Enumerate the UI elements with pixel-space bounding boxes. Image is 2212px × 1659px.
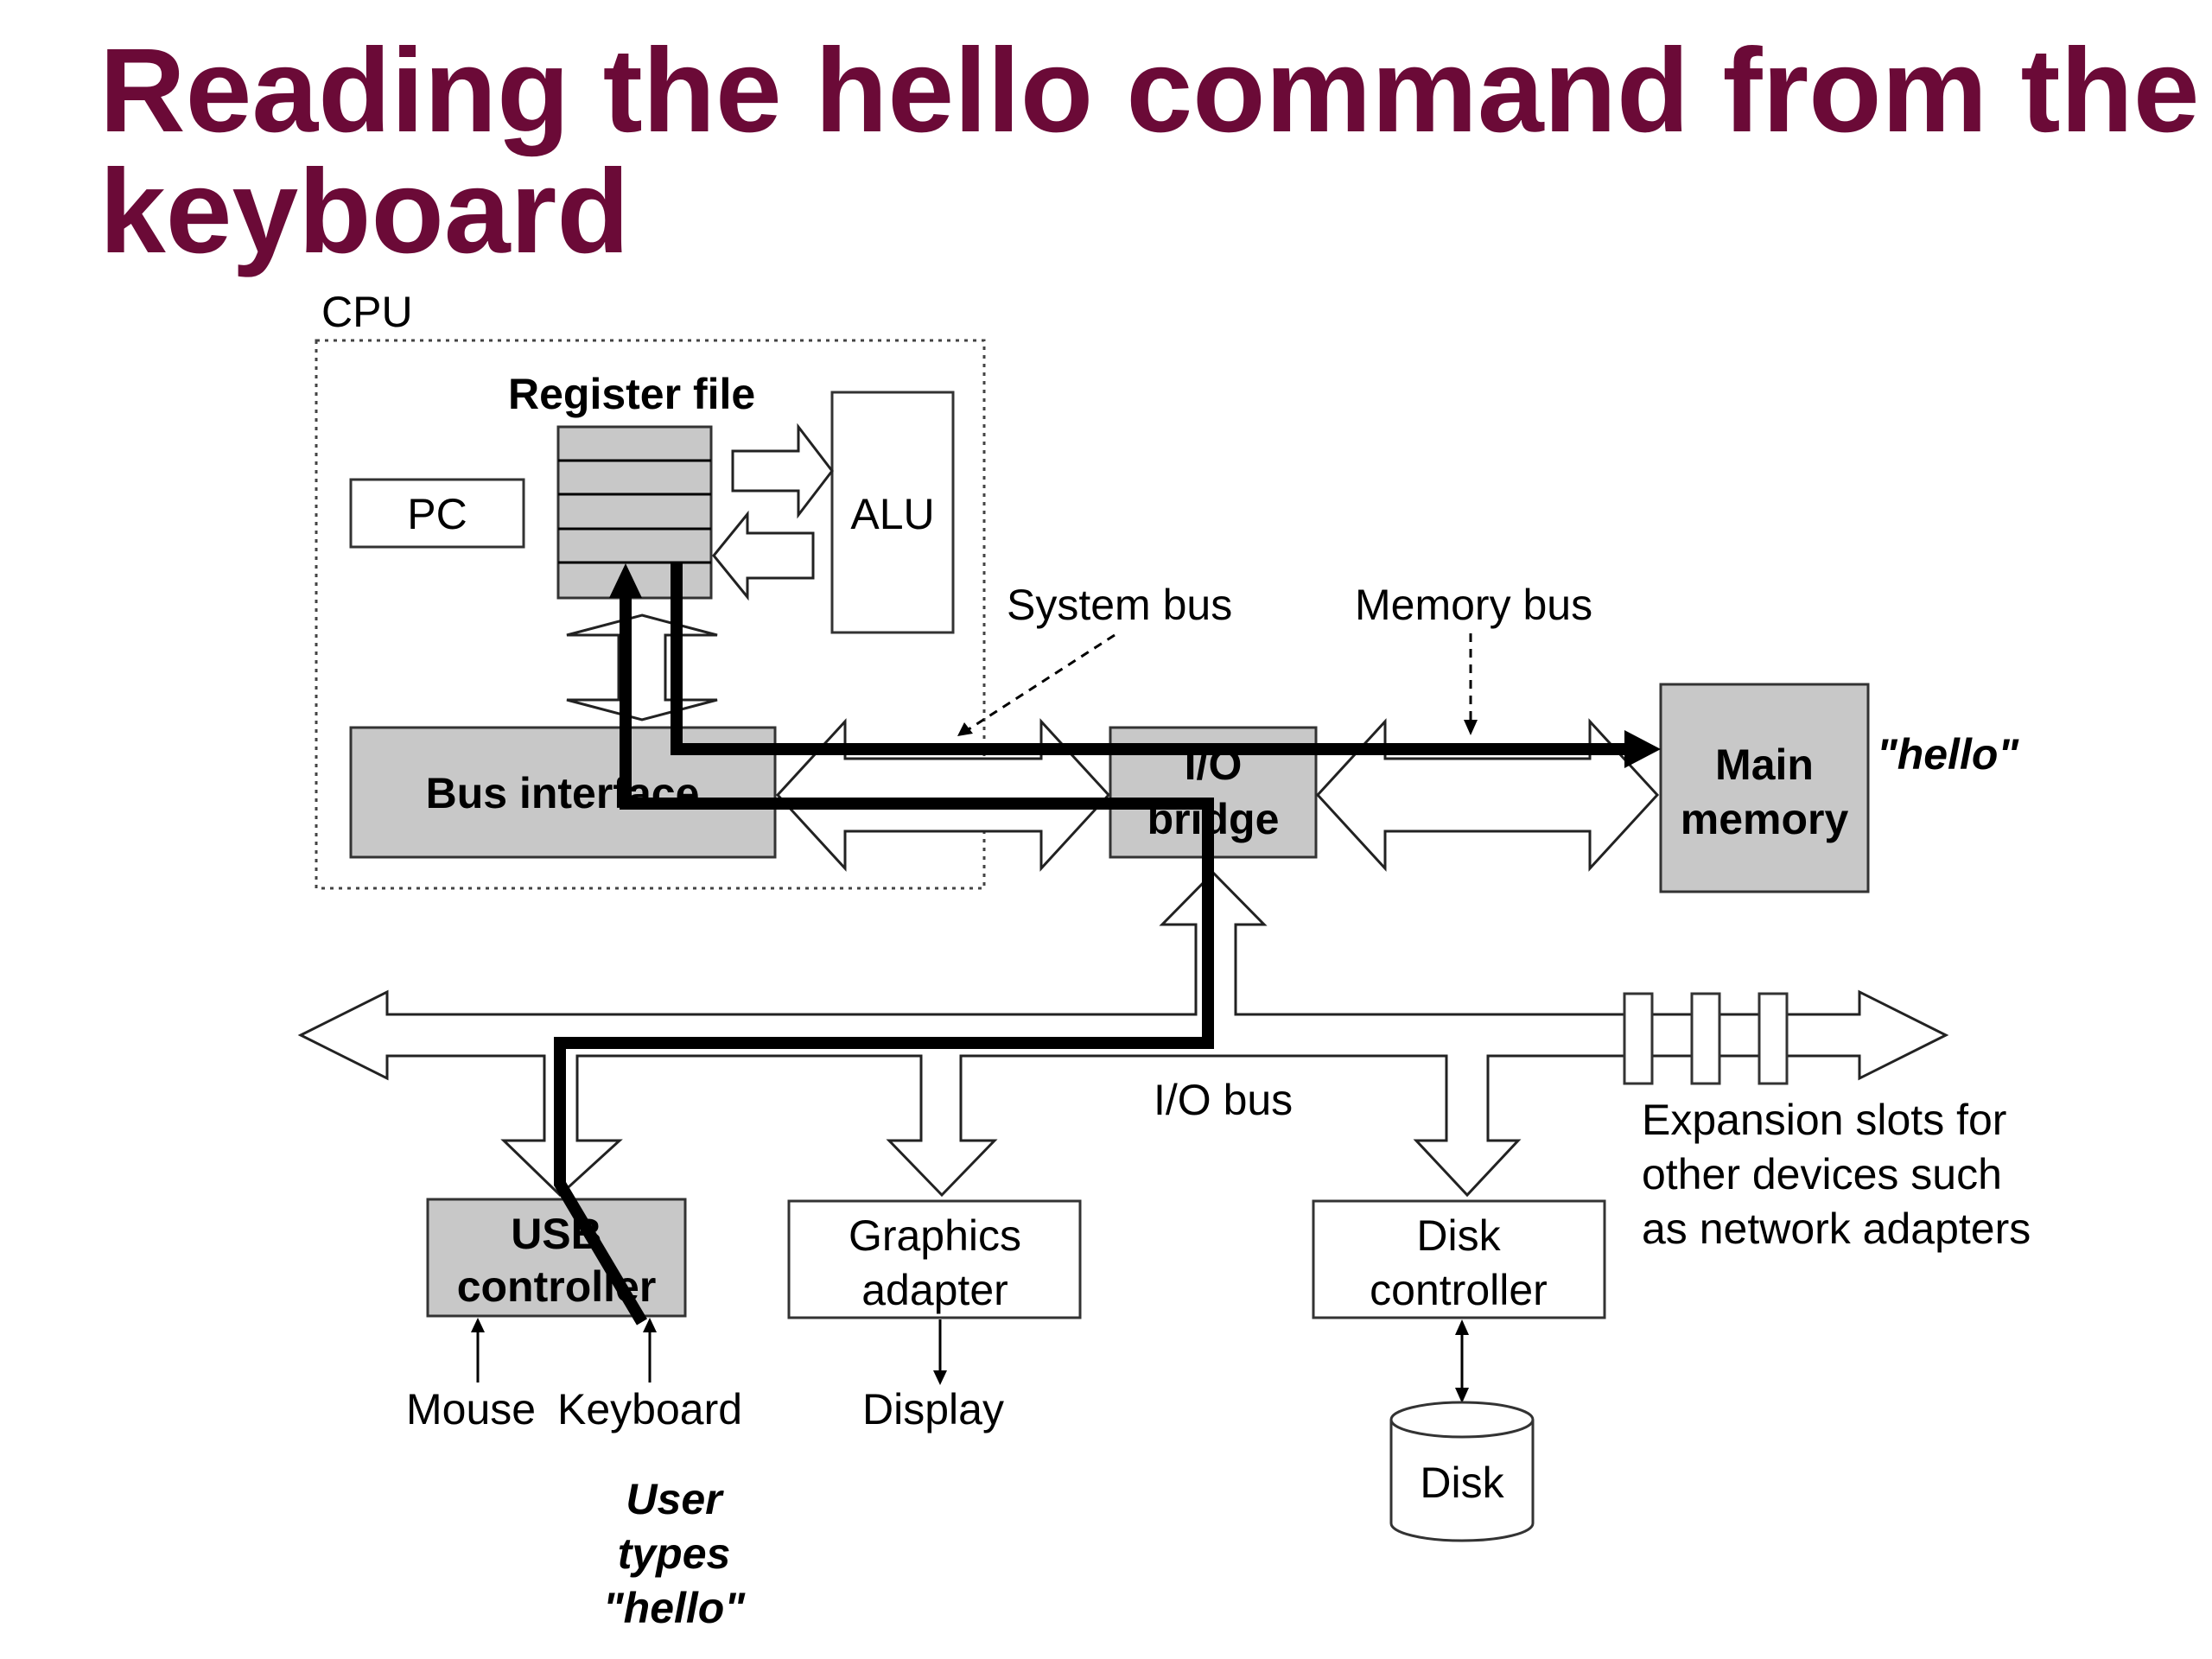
- alu-to-regfile-arrow: [712, 510, 815, 601]
- memory-bus-label: Memory bus: [1355, 581, 1592, 629]
- expansion-slots: [1623, 992, 1789, 1085]
- graphics-adapter-label-line-1: Graphics: [849, 1211, 1021, 1260]
- expansion-slots-label-line-2: other devices such: [1642, 1150, 2002, 1198]
- register-file: [556, 425, 713, 600]
- main-memory-box: [1659, 683, 1870, 893]
- disk-arrow-head-up: [1455, 1319, 1469, 1335]
- cpu-label: CPU: [321, 288, 413, 336]
- expansion-slots-label-line-3: as network adapters: [1642, 1205, 2031, 1253]
- cpu-boundary: [315, 339, 986, 890]
- slide-title-line-1: Reading the hello command from the: [99, 24, 2200, 157]
- disk-cylinder: [1389, 1401, 1535, 1542]
- mouse-arrow-head: [471, 1318, 485, 1332]
- memory-bus-pointer-head: [1464, 720, 1478, 735]
- keyboard-label: Keyboard: [557, 1385, 742, 1433]
- slide-title-line-2: keyboard: [99, 145, 630, 278]
- disk-controller-box: [1312, 1199, 1606, 1319]
- display-label: Display: [862, 1385, 1004, 1433]
- keyboard-to-register-path: [554, 592, 1214, 1325]
- alu-label: ALU: [850, 490, 934, 538]
- main-memory-label-line-1: Main: [1715, 741, 1814, 789]
- io-bus-label: I/O bus: [1154, 1076, 1293, 1124]
- disk-label: Disk: [1420, 1459, 1504, 1507]
- system-bus-pointer: [965, 633, 1116, 733]
- bus-interface-label: Bus interface: [426, 769, 700, 817]
- alu-box: [830, 391, 955, 634]
- register-to-memory-path-head: [1624, 730, 1661, 768]
- regfile-to-alu-arrow: [731, 423, 834, 519]
- io-bus-arrow: [297, 870, 1949, 1198]
- main-memory-label-line-2: memory: [1681, 795, 1849, 843]
- disk-arrow-head-down: [1455, 1388, 1469, 1403]
- user-types-label-line-1: User: [626, 1475, 724, 1523]
- pc-label: PC: [407, 490, 467, 538]
- usb-controller-box: [426, 1198, 687, 1318]
- system-bus-label: System bus: [1007, 581, 1232, 629]
- keyboard-arrow-head: [643, 1318, 657, 1332]
- expansion-slots-label-line-1: Expansion slots for: [1642, 1096, 2006, 1144]
- user-types-label-line-3: "hello": [603, 1584, 746, 1632]
- pc-box: [349, 478, 525, 549]
- register-to-memory-path: [671, 562, 1629, 755]
- disk-controller-label-line-1: Disk: [1416, 1211, 1501, 1260]
- disk-controller-label-line-2: controller: [1370, 1266, 1548, 1314]
- system-bus-pointer-head: [957, 722, 973, 736]
- mouse-label: Mouse: [406, 1385, 536, 1433]
- user-types-label-line-2: types: [618, 1529, 731, 1578]
- hello-in-memory-label: "hello": [1877, 730, 2019, 779]
- keyboard-to-register-path-head: [609, 563, 642, 598]
- regfile-businterface-arrow: [566, 613, 718, 721]
- graphics-adapter-box: [787, 1199, 1082, 1319]
- graphics-adapter-label-line-2: adapter: [861, 1266, 1008, 1314]
- register-file-label: Register file: [508, 370, 755, 418]
- display-arrow-head: [933, 1370, 947, 1385]
